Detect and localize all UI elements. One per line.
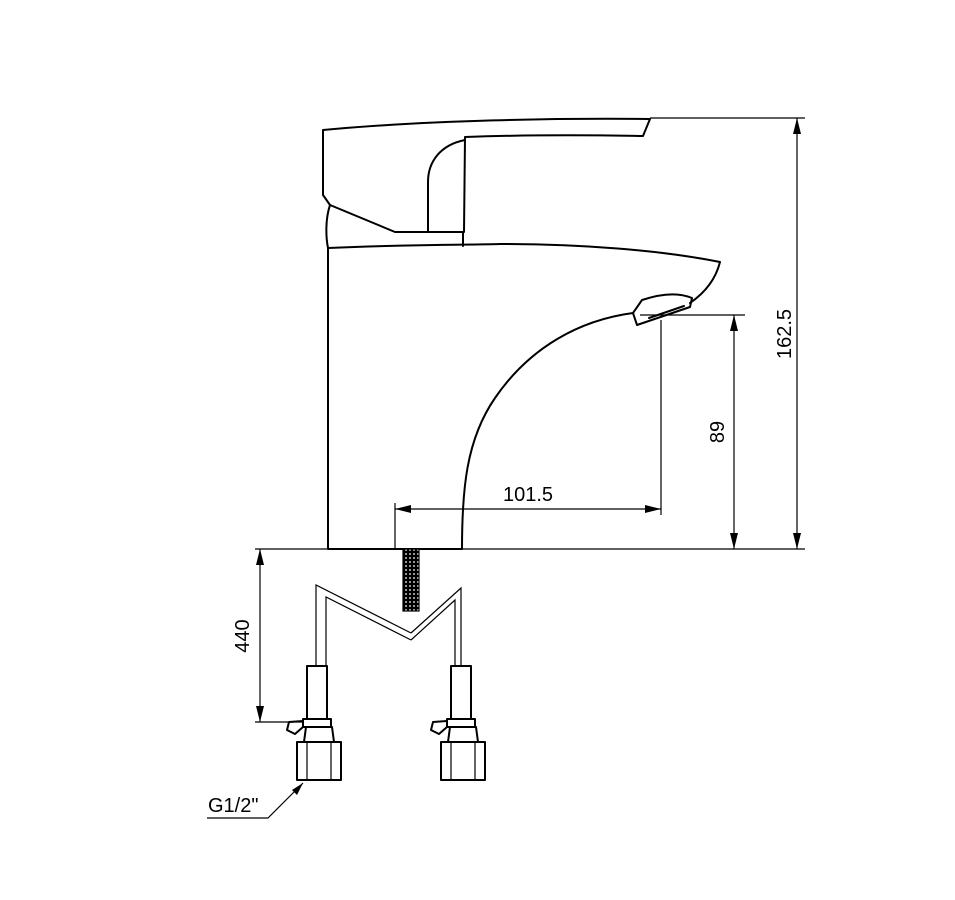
flexible-hoses — [315, 584, 462, 666]
dimension-label-spout-height: 89 — [707, 421, 729, 443]
dimension-label-hose-length: 440 — [232, 619, 254, 652]
thread-callout: G1/2" — [207, 782, 304, 819]
dimension-hose-length: 440 — [232, 549, 264, 722]
threaded-mounting-stud — [402, 548, 420, 612]
dimension-label-total-height: 162.5 — [774, 309, 796, 359]
dimension-spout-height: 89 — [707, 315, 738, 549]
dimension-label-spout-reach: 101.5 — [503, 484, 553, 506]
faucet-body — [325, 204, 721, 550]
lever-handle — [322, 117, 651, 233]
left-hose-connector — [286, 665, 342, 781]
right-hose-connector — [430, 665, 486, 781]
dimension-spout-reach: 101.5 — [395, 484, 661, 513]
dimension-total-height: 162.5 — [774, 118, 801, 549]
extension-lines — [255, 117, 805, 723]
thread-label: G1/2" — [208, 795, 258, 817]
